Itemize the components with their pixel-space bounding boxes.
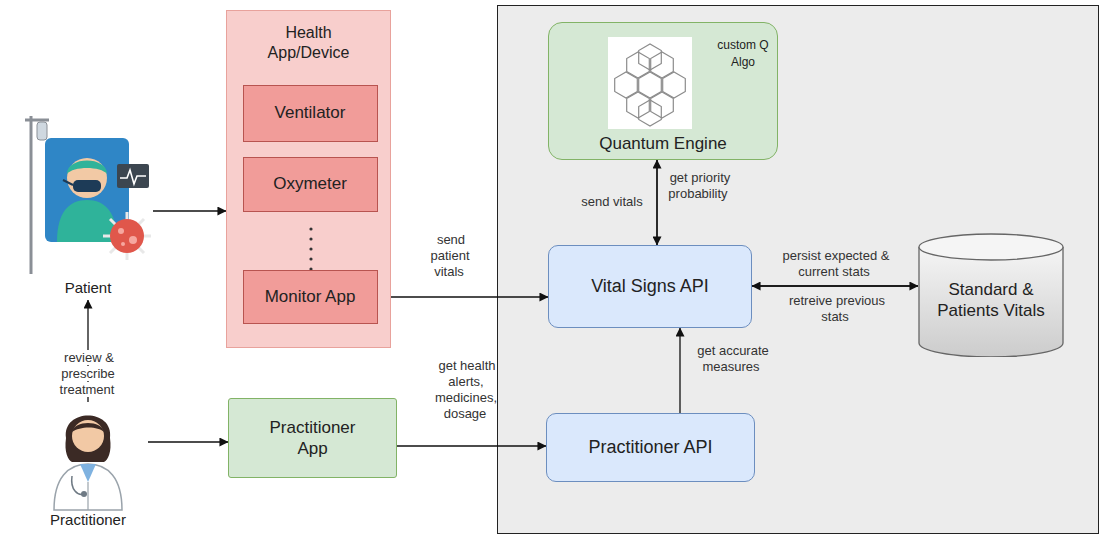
edge-label: persist expected & current stats — [764, 248, 906, 280]
more-devices-dots — [306, 225, 316, 275]
patient-figure: Patient — [23, 112, 153, 300]
api-box: Vital Signs API — [548, 245, 752, 328]
node-label: Health App/Device — [254, 23, 364, 63]
edge-label: get accurate measures — [688, 343, 776, 375]
flow-arrow — [656, 160, 657, 245]
practitioner-figure: Practitioner — [28, 402, 148, 532]
node-label: Practitioner App — [258, 417, 368, 460]
node-note: custom Q Algo — [717, 37, 769, 71]
edge-label: retreive previous stats — [774, 293, 898, 325]
flow-arrow — [752, 285, 918, 286]
edge-label: get health alerts, medicines, dosage — [420, 358, 512, 422]
edge-label: send vitals — [574, 194, 650, 210]
device-group: Health App/DeviceVentilatorOxymeterMonit… — [226, 10, 391, 348]
node-label: Practitioner API — [588, 436, 712, 459]
flow-arrow — [153, 210, 226, 211]
flow-arrow — [752, 285, 918, 286]
flow-arrow — [679, 328, 680, 413]
node-label: Ventilator — [275, 102, 346, 123]
device-box: Oxymeter — [243, 157, 378, 212]
node-label: Oxymeter — [273, 173, 347, 194]
practitioner-illustration — [28, 402, 148, 512]
node-label: Practitioner — [50, 511, 126, 530]
edge-label: send patient vitals — [420, 232, 480, 280]
node-label: Quantum Engine — [549, 133, 777, 154]
node-label: Vital Signs API — [591, 275, 709, 298]
edge-label: get priority probability — [663, 170, 735, 202]
edge-label: review & prescribe treatment — [55, 350, 121, 398]
node-label: Standard & Patients Vitals — [935, 279, 1047, 322]
patient-illustration — [23, 112, 153, 277]
device-box: Monitor App — [243, 270, 378, 324]
flow-arrow — [148, 441, 228, 442]
api-box: Practitioner API — [546, 413, 755, 482]
device-box: Ventilator — [243, 85, 378, 142]
flow-arrow — [397, 445, 546, 446]
flow-arrow — [656, 160, 657, 245]
node-label: Patient — [65, 279, 112, 298]
flow-arrow — [391, 296, 548, 297]
node-label: Monitor App — [265, 286, 356, 307]
database-cylinder: Standard & Patients Vitals — [918, 233, 1064, 357]
engine-box: custom Q AlgoQuantum Engine — [548, 22, 778, 160]
quantum-logo — [608, 37, 692, 129]
app-box: Practitioner App — [228, 398, 397, 478]
